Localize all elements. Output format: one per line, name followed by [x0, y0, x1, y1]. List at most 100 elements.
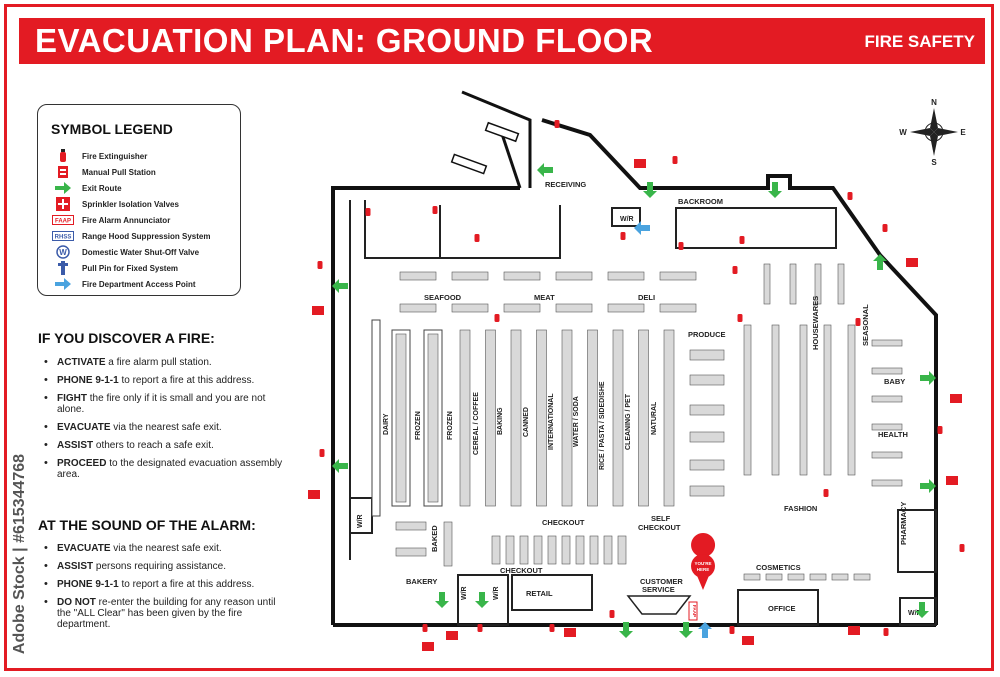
label-wr: W/R: [908, 610, 922, 617]
manual-pull-station-icon: [422, 642, 434, 651]
produce-table: [689, 404, 725, 416]
label-checkout: CHECKOUT: [542, 518, 585, 527]
svg-text:S: S: [931, 158, 937, 167]
faap-icon: FAAP: [52, 213, 74, 227]
counter: [607, 303, 645, 313]
exit-route-arrow-icon: [332, 459, 348, 473]
label-checkout: CHECKOUT: [500, 566, 543, 575]
fire-dept-arrow-icon: [52, 277, 74, 291]
counter: [555, 271, 593, 281]
legend-title: SYMBOL LEGEND: [51, 121, 173, 137]
label-wr: W/R: [493, 586, 500, 600]
exit-route-arrow-icon: [475, 592, 489, 608]
exit-route-arrows: [332, 163, 936, 638]
list-item: PHONE 9-1-1 to report a fire at this add…: [44, 579, 289, 590]
fire-extinguisher-icon: [937, 426, 943, 434]
store-rack: [871, 339, 903, 347]
svg-text:W: W: [899, 128, 907, 137]
checkout-lane: [491, 535, 501, 565]
svg-text:RHSS: RHSS: [55, 235, 72, 241]
label-baby: BABY: [884, 377, 905, 386]
legend-item: FAAP Fire Alarm Annunciator: [52, 213, 170, 227]
cosmetics-shelf: [853, 573, 871, 581]
counter: [503, 271, 541, 281]
fire-extinguisher-icon: [882, 224, 888, 232]
store-shelf: [837, 263, 845, 305]
legend-label: Range Hood Suppression System: [82, 231, 211, 241]
aisle-label: CANNED: [523, 407, 530, 437]
label-pharmacy: PHARMACY: [899, 502, 908, 545]
list-item: FIGHT the fire only if it is small and y…: [44, 393, 289, 415]
legend-label: Fire Department Access Point: [82, 279, 196, 289]
manual-pull-station-icon: [848, 626, 860, 635]
aisle-shelf: [485, 329, 496, 507]
exit-route-arrow-icon: [537, 163, 553, 177]
counter: [659, 303, 697, 313]
svg-text:E: E: [960, 128, 966, 137]
fire-extinguisher-icon: [847, 192, 853, 200]
svg-text:N: N: [931, 98, 937, 107]
produce-table: [689, 459, 725, 471]
counter: [607, 271, 645, 281]
label-wr: W/R: [461, 586, 468, 600]
checkout-lane: [533, 535, 543, 565]
aisle-shelf: [587, 329, 598, 507]
list-item: PHONE 9-1-1 to report a fire at this add…: [44, 375, 289, 386]
alarm-list: EVACUATE via the nearest safe exit. ASSI…: [44, 543, 289, 637]
list-item: PROCEED to the designated evacuation ass…: [44, 458, 289, 480]
aisle-label: INTERNATIONAL: [548, 393, 555, 450]
aisle-label: FROZEN: [447, 411, 454, 440]
svg-text:W: W: [59, 248, 67, 257]
produce-table: [689, 485, 725, 497]
exit-route-arrow-icon: [873, 254, 887, 270]
store-shelf: [771, 324, 780, 476]
aisle-label: WATER / SODA: [573, 396, 580, 447]
legend-item: Pull Pin for Fixed System: [52, 261, 178, 275]
bakery-shelf: [395, 521, 427, 531]
exit-route-arrow-icon: [52, 181, 74, 195]
svg-text:FAAP: FAAP: [55, 219, 71, 225]
fire-extinguisher-icon: [319, 449, 325, 457]
red-border-frame: [4, 4, 994, 671]
counter: [451, 303, 489, 313]
label-self-checkout: SELF: [651, 514, 671, 523]
produce-table: [689, 431, 725, 443]
sprinkler-isolation-valve-icon: [52, 197, 74, 211]
label-fashion: FASHION: [784, 504, 817, 513]
fire-extinguisher-icon: [729, 626, 735, 634]
store-rack: [871, 479, 903, 487]
exit-route-arrow-icon: [643, 182, 657, 198]
aisle-label: RICE / PASTA / SIDEDISHE: [599, 381, 606, 470]
fire-extinguisher-icon: [474, 234, 480, 242]
exit-route-arrow-icon: [768, 182, 782, 198]
fire-extinguisher-icon: [432, 206, 438, 214]
store-rack: [871, 451, 903, 459]
aisle-label: CLEANING / PET: [625, 393, 632, 450]
aisle-label: DAIRY: [383, 413, 390, 435]
fire-extinguisher-icon: [855, 318, 861, 326]
shelving-units: [371, 263, 903, 581]
dairy-case: [371, 319, 381, 517]
legend-label: Fire Extinguisher: [82, 151, 148, 161]
fire-extinguisher-icon: [737, 314, 743, 322]
manual-pull-station-icon: [742, 636, 754, 645]
aisle-label: FROZEN: [415, 411, 422, 440]
store-shelf: [823, 324, 832, 476]
aisle-shelf: [638, 329, 649, 507]
svg-text:HERE: HERE: [697, 567, 710, 572]
svg-text:YOU'RE: YOU'RE: [694, 561, 711, 566]
list-item: EVACUATE via the nearest safe exit.: [44, 422, 289, 433]
exit-route-arrow-icon: [920, 371, 936, 385]
aisle-shelf: [612, 329, 624, 507]
fire-extinguisher-icon: [317, 261, 323, 269]
freezer-shelf: [427, 333, 439, 503]
store-shelf: [847, 324, 856, 476]
label-customer-service: SERVICE: [642, 585, 675, 594]
cosmetics-shelf: [809, 573, 827, 581]
store-rack: [871, 423, 903, 431]
label-wr: W/R: [620, 216, 634, 223]
manual-pull-station-icon: [634, 159, 646, 168]
exit-route-arrow-icon: [332, 279, 348, 293]
store-shelf: [799, 324, 808, 476]
receiving-ramp: [461, 90, 532, 189]
